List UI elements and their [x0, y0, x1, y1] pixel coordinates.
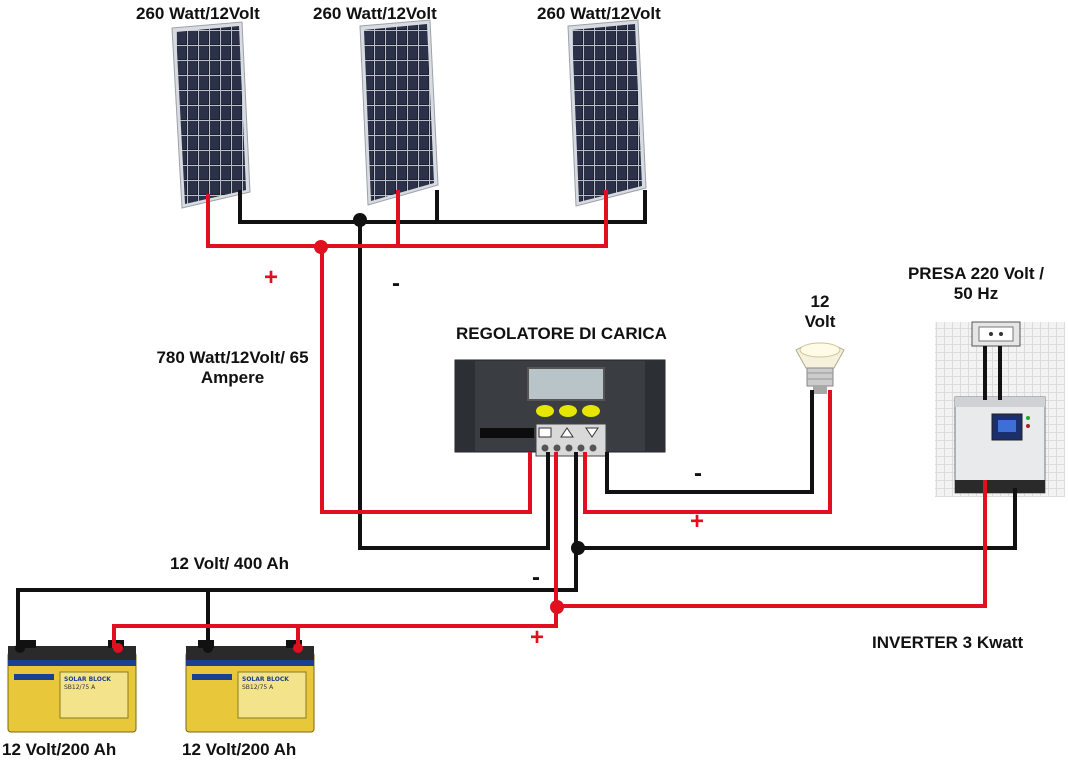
- battery-2-label: 12 Volt/200 Ah: [182, 740, 297, 759]
- negative-junction-bus: [571, 541, 585, 555]
- minus-sign-panels: -: [392, 270, 400, 297]
- battery-bank-label: 12 Volt/ 400 Ah: [170, 554, 290, 573]
- positive-junction-panels: [314, 240, 328, 254]
- controller-button-3: [582, 405, 600, 417]
- controller-label: REGOLATORE DI CARICA: [456, 324, 667, 343]
- battery-1-brand: SOLAR BLOCK: [64, 676, 111, 683]
- minus-sign-lamp: -: [694, 460, 702, 487]
- array-label: 780 Watt/12Volt/ 65 Ampere: [145, 348, 320, 388]
- panel-2-label: 260 Watt/12Volt: [313, 4, 437, 23]
- solar-panel-1: [171, 21, 251, 209]
- lamp-label-line1: 12: [810, 292, 830, 311]
- positive-wiring: [112, 190, 987, 648]
- solar-panel-2: [359, 19, 439, 206]
- battery-1-model: SB12/75 A: [64, 684, 96, 691]
- battery-2-brand: SOLAR BLOCK: [242, 676, 289, 683]
- panel-1-label: 260 Watt/12Volt: [136, 4, 260, 23]
- negative-wiring: [16, 190, 1017, 648]
- controller-display: [527, 367, 605, 401]
- inverter-label: INVERTER 3 Kwatt: [872, 633, 1024, 652]
- plus-sign-panels: +: [264, 264, 279, 291]
- plus-sign-battery: +: [530, 624, 545, 651]
- wall-socket: [971, 321, 1021, 347]
- charge-controller: [454, 359, 666, 457]
- battery-2: [185, 640, 315, 733]
- positive-junction-bus: [550, 600, 564, 614]
- controller-button-2: [559, 405, 577, 417]
- controller-button-1: [536, 405, 554, 417]
- plus-sign-lamp: +: [690, 508, 705, 535]
- inverter-unit: [954, 396, 1046, 494]
- socket-label-line2: 50 Hz: [953, 284, 999, 303]
- battery-1-label: 12 Volt/200 Ah: [2, 740, 117, 759]
- negative-junction-panels: [353, 213, 367, 227]
- solar-panel-3: [567, 19, 647, 207]
- minus-sign-battery: -: [532, 564, 540, 591]
- array-label-line2: Ampere: [200, 368, 265, 387]
- panel-3-label: 260 Watt/12Volt: [537, 4, 661, 23]
- battery-2-model: SB12/75 A: [242, 684, 274, 691]
- battery-1: [7, 640, 137, 733]
- lamp-label-line2: Volt: [804, 312, 836, 331]
- socket-label: PRESA 220 Volt / 50 Hz: [888, 264, 1064, 304]
- array-label-line1: 780 Watt/12Volt/ 65: [156, 348, 309, 367]
- lamp-label: 12 Volt: [790, 292, 850, 332]
- socket-label-line1: PRESA 220 Volt /: [907, 264, 1045, 283]
- lamp-bulb: [795, 342, 845, 394]
